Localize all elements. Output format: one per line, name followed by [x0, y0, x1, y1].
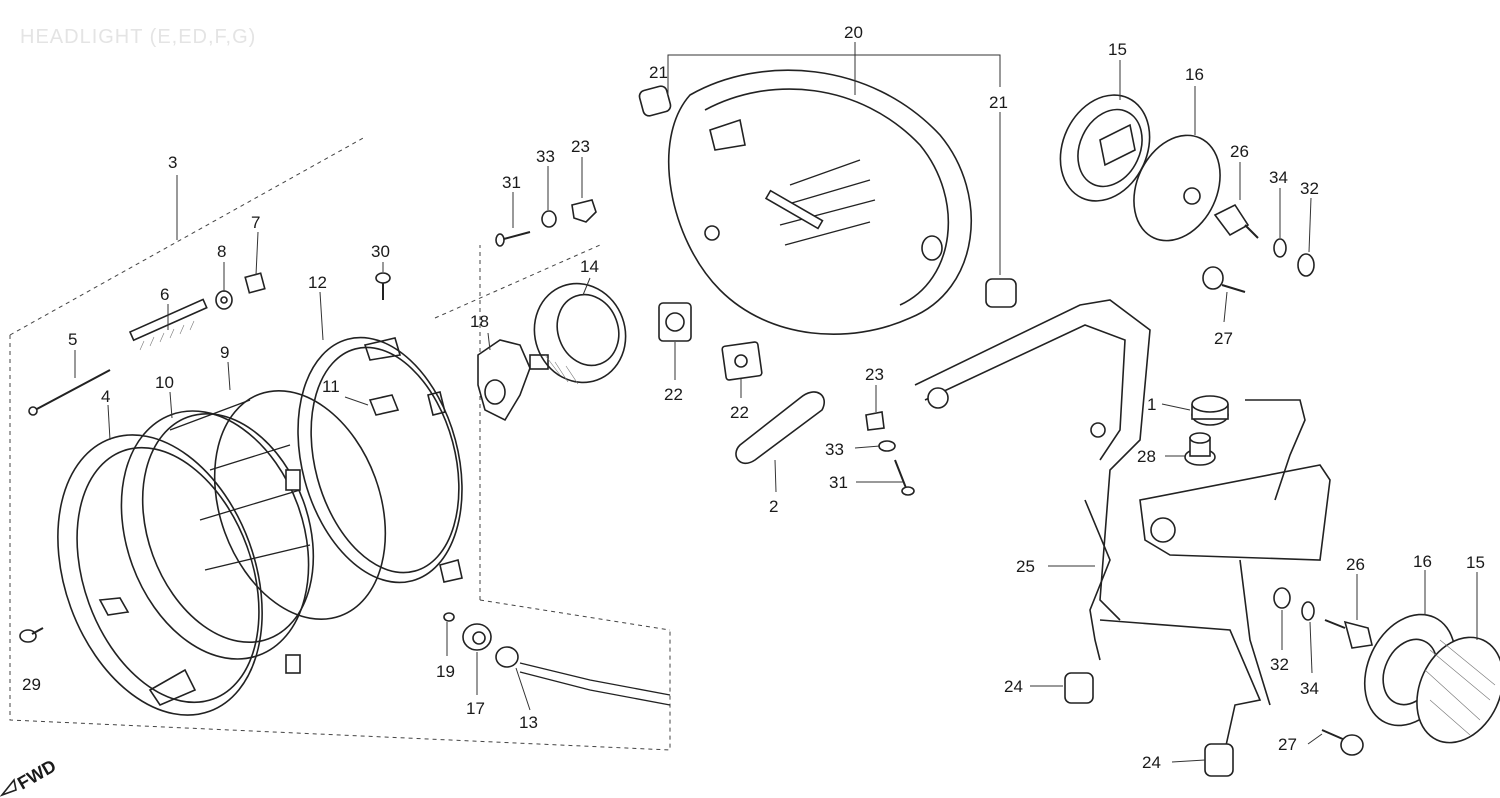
- bolt-31-lower: [894, 459, 915, 496]
- washer: [215, 290, 233, 310]
- bolt-31-upper: [495, 231, 531, 247]
- callout-25: 25: [1016, 557, 1035, 576]
- callout-4: 4: [101, 387, 110, 406]
- callout-31-upper: 31: [502, 173, 521, 192]
- nut-32-lower: [1273, 587, 1291, 609]
- screw-29: [19, 627, 44, 643]
- forward-direction-indicator: FWD: [0, 756, 59, 797]
- collar-26-lower: [1324, 619, 1373, 649]
- callout-28: 28: [1137, 447, 1156, 466]
- callout-5: 5: [68, 330, 77, 349]
- callout-10: 10: [155, 373, 174, 392]
- callout-34-upper: 34: [1269, 168, 1288, 187]
- headlight-bulb: [477, 339, 549, 422]
- headlight-case: [667, 69, 972, 336]
- callout-15-upper: 15: [1108, 40, 1127, 59]
- callout-30: 30: [371, 242, 390, 261]
- callout-20: 20: [844, 23, 863, 42]
- callout-15-lower: 15: [1466, 553, 1485, 572]
- callout-16-upper: 16: [1185, 65, 1204, 84]
- callout-2: 2: [769, 497, 778, 516]
- collar-28: [1184, 432, 1216, 466]
- headlight-lens-unit: [120, 389, 387, 674]
- callout-12: 12: [308, 273, 327, 292]
- headlight-stay-25: [914, 299, 1331, 751]
- callout-19: 19: [436, 662, 455, 681]
- assembly-dashed-outline: [9, 136, 671, 751]
- callout-26-upper: 26: [1230, 142, 1249, 161]
- callout-21-left: 21: [649, 63, 668, 82]
- callout-22-lower: 22: [730, 403, 749, 422]
- callout-24-lower: 24: [1142, 753, 1161, 772]
- nut-23-upper: [571, 199, 597, 223]
- callout-11: 11: [322, 377, 340, 396]
- callout-21-right: 21: [989, 93, 1008, 112]
- reflector-15-lower: [1416, 636, 1500, 744]
- grommet-22-upper: [658, 302, 692, 342]
- callout-9: 9: [220, 343, 229, 362]
- leader-lines: [74, 42, 1478, 763]
- callout-16-lower: 16: [1413, 552, 1432, 571]
- fwd-label: FWD: [14, 756, 59, 794]
- collar-26-upper: [1213, 203, 1259, 239]
- callout-29: 29: [22, 675, 41, 694]
- callout-26-lower: 26: [1346, 555, 1365, 574]
- square-nut: [244, 272, 266, 294]
- callout-3: 3: [168, 153, 177, 172]
- reflector-strip-2: [735, 391, 825, 465]
- cushion-16-upper: [1133, 134, 1221, 242]
- grommet-1: [1191, 395, 1229, 426]
- callout-14: 14: [580, 257, 599, 276]
- mounting-ring: [297, 336, 463, 584]
- collar-24-upper: [1064, 672, 1094, 704]
- callout-8: 8: [217, 242, 226, 261]
- collar-21-left: [638, 85, 672, 117]
- collar-21-right: [985, 278, 1017, 308]
- callout-24-upper: 24: [1004, 677, 1023, 696]
- callout-23-upper: 23: [571, 137, 590, 156]
- bulb-socket: [533, 282, 627, 385]
- callout-27-lower: 27: [1278, 735, 1297, 754]
- callout-32-upper: 32: [1300, 179, 1319, 198]
- callout-1: 1: [1147, 395, 1156, 414]
- callout-34-lower: 34: [1300, 679, 1319, 698]
- grommet-22-lower: [721, 341, 763, 381]
- callout-13: 13: [519, 713, 538, 732]
- callout-27-upper: 27: [1214, 329, 1233, 348]
- callout-22-upper: 22: [664, 385, 683, 404]
- washer-33-lower: [878, 440, 896, 452]
- callout-18: 18: [470, 312, 489, 331]
- washer-33-upper: [541, 210, 557, 228]
- reflector-15-upper: [1059, 94, 1151, 202]
- washer-34-lower: [1301, 601, 1315, 621]
- socket-17: [462, 623, 492, 651]
- screw-30: [375, 272, 391, 300]
- callout-23-lower: 23: [865, 365, 884, 384]
- diagram-title: HEADLIGHT (E,ED,F,G): [20, 26, 257, 48]
- callout-labels: 1 2 3 4 5 6 7 8 9 10 11 12 13 14 15 15 1…: [22, 23, 1485, 772]
- callout-31-lower: 31: [829, 473, 848, 492]
- washer-34-upper: [1273, 238, 1287, 258]
- callout-17: 17: [466, 699, 485, 718]
- wire-harness-13: [495, 646, 671, 706]
- callout-33-lower: 33: [825, 440, 844, 459]
- callout-6: 6: [160, 285, 169, 304]
- callout-33-upper: 33: [536, 147, 555, 166]
- callout-7: 7: [251, 213, 260, 232]
- nut-23-lower: [865, 411, 885, 431]
- adjusting-screw: [28, 369, 111, 416]
- nut-32-upper: [1297, 253, 1315, 277]
- headlight-rim: [57, 434, 263, 716]
- bolt-27-upper: [1202, 266, 1246, 293]
- bolt-27-lower: [1321, 729, 1364, 756]
- callout-32-lower: 32: [1270, 655, 1289, 674]
- clip-19: [443, 612, 455, 622]
- adjuster-clip: [368, 394, 400, 416]
- collar-24-lower: [1204, 743, 1234, 777]
